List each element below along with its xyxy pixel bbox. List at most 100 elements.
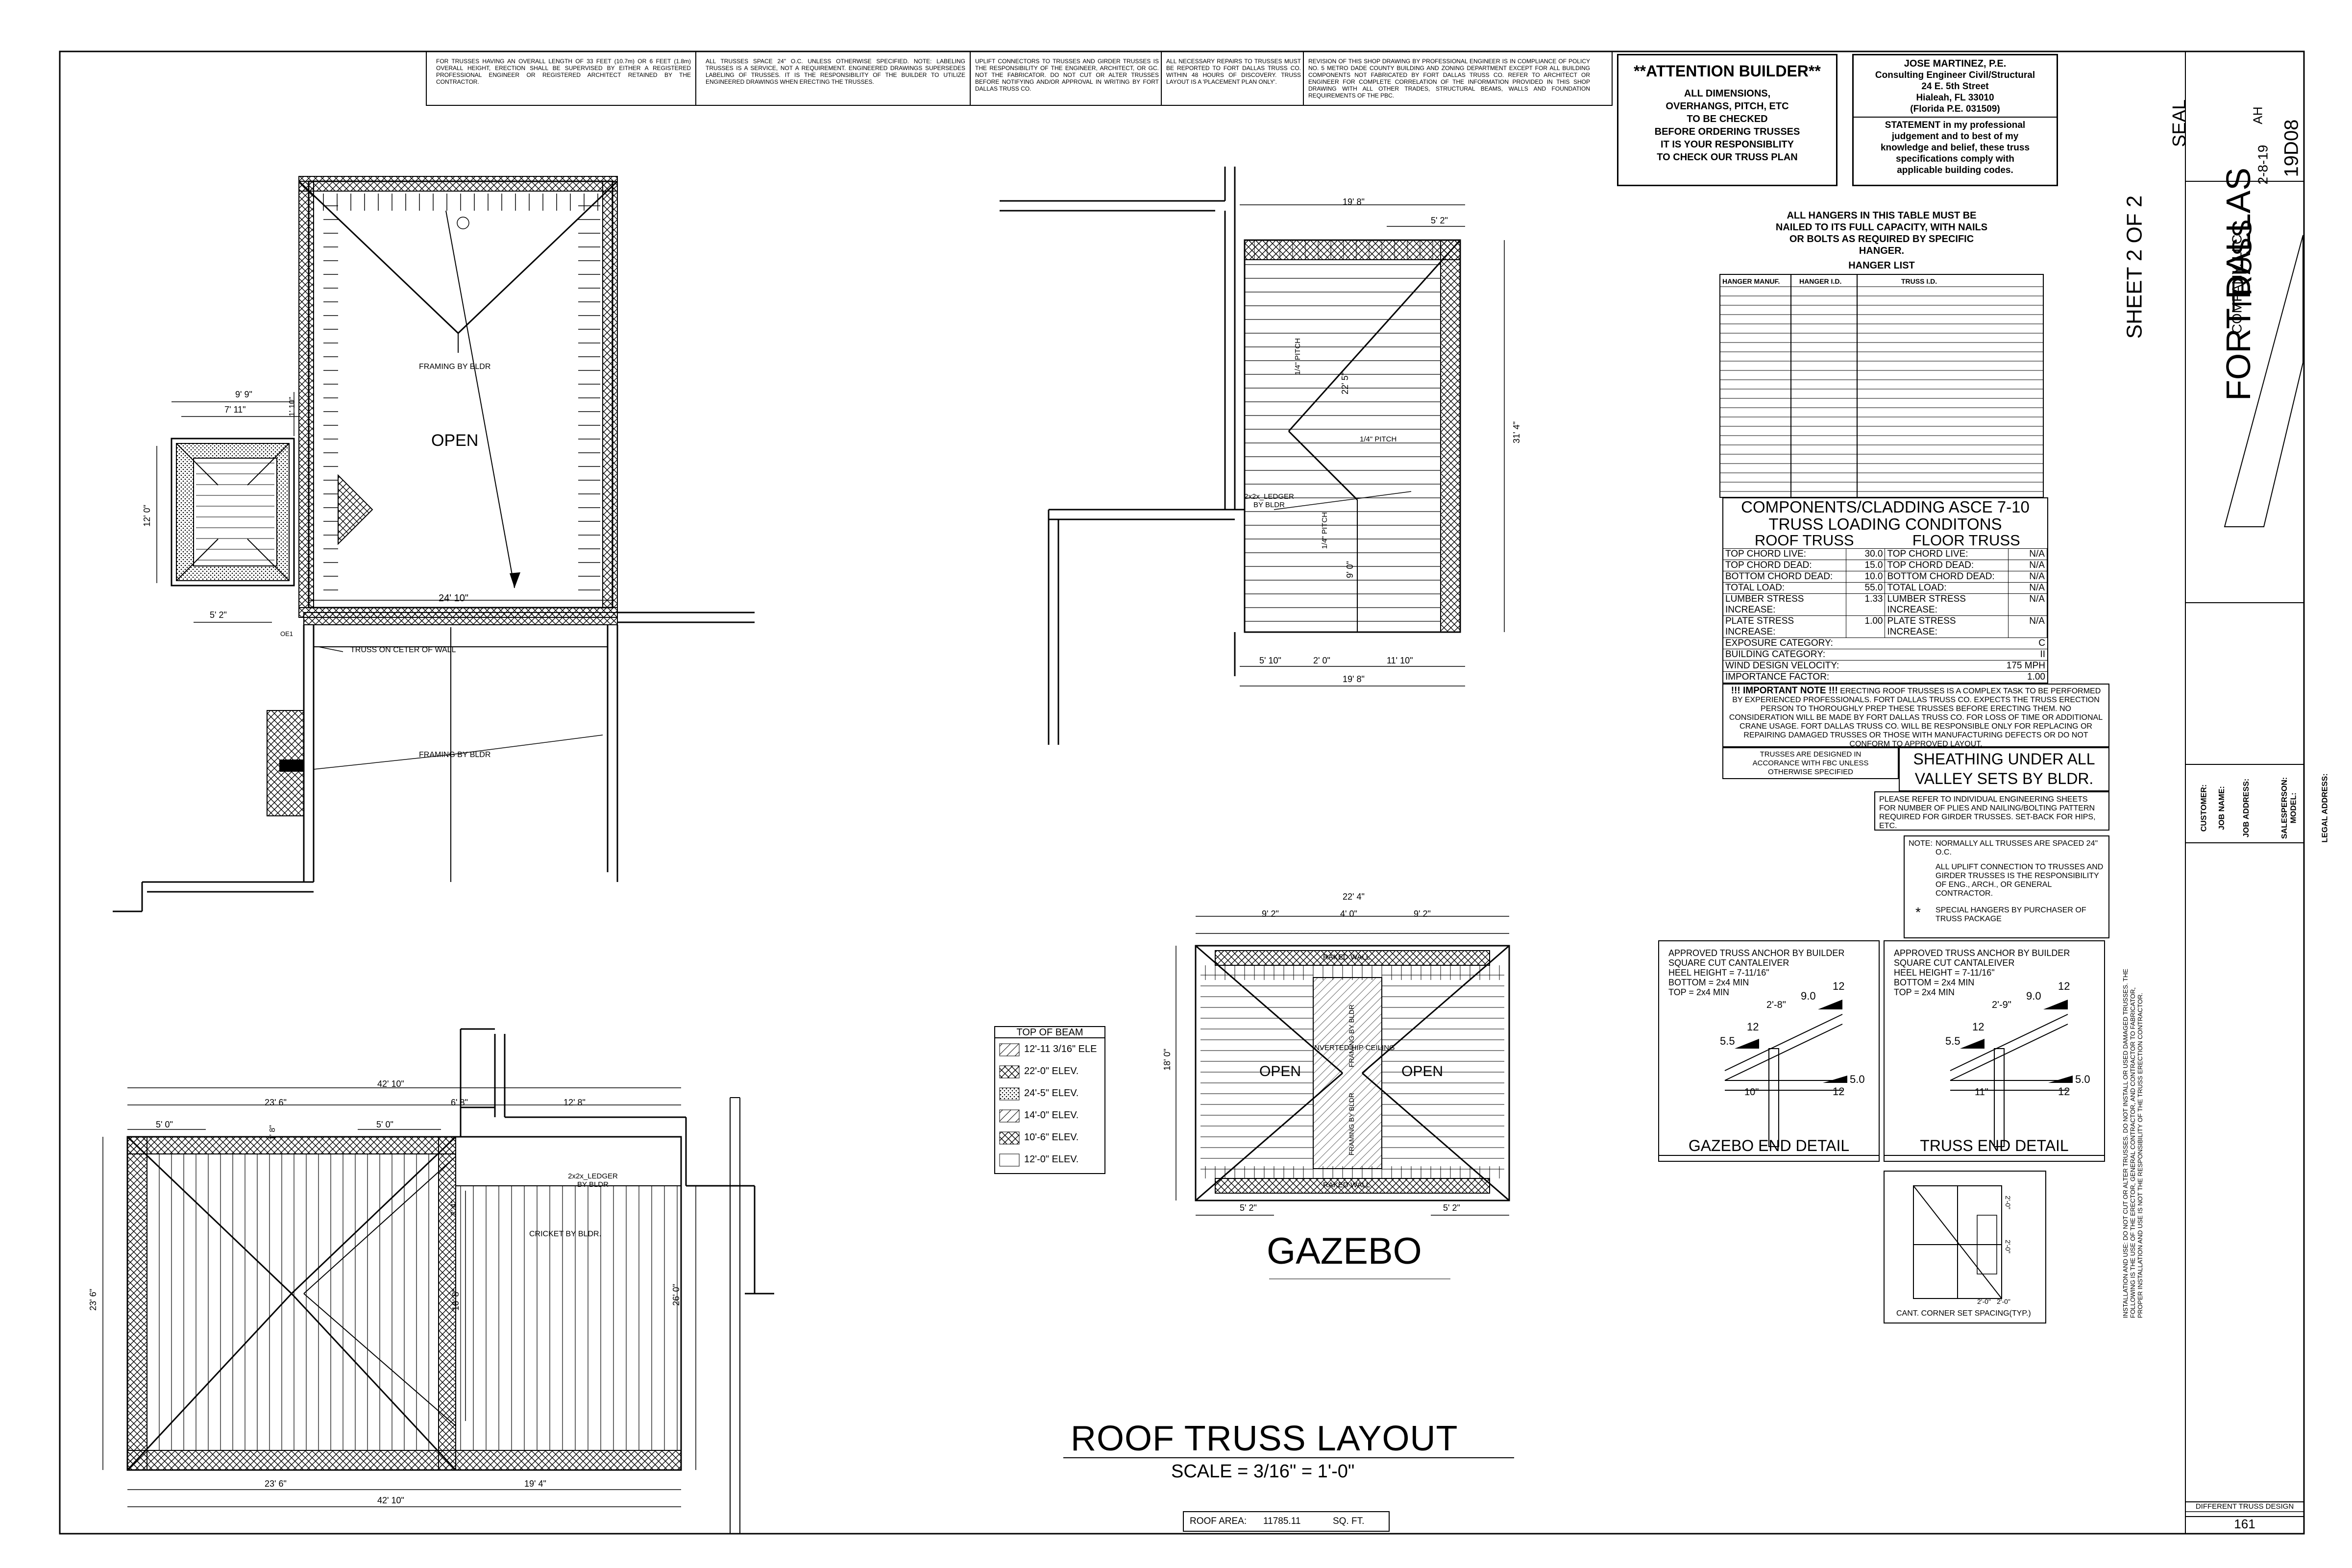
engineer-statement: judgement and to best of my <box>1891 131 2019 142</box>
attention-line: BEFORE ORDERING TRUSSES <box>1654 126 1800 137</box>
install-note: INSTALLATION AND USE: DO NOT CUT OR ALTE… <box>2122 969 2144 1318</box>
plan-c-dim: 5' 0" <box>376 1120 393 1129</box>
sheet-number: SHEET 2 OF 2 <box>2122 195 2147 339</box>
plan-b <box>1000 167 1505 745</box>
important-text: ERECTING ROOF TRUSSES IS A COMPLEX TASK … <box>1729 687 2103 748</box>
loading-cell: 15.0 <box>1846 560 1886 571</box>
cant-dim: 2'-0" <box>1997 1298 2010 1305</box>
gazebo-raked-top: RAKED WALL <box>1323 953 1371 961</box>
loading-cell: C <box>2038 638 2045 648</box>
loading-cell: N/A <box>2009 549 2047 560</box>
gazebo-dim: 5.5 <box>1720 1035 1735 1047</box>
truss-end-detail-title: TRUSS END DETAIL <box>1884 1137 2105 1156</box>
page-number: 161 <box>2234 1517 2255 1531</box>
attention-title: **ATTENTION BUILDER** <box>1634 62 1821 80</box>
loading-table: COMPONENTS/CLADDING ASCE 7-10 TRUSS LOAD… <box>1722 497 2048 693</box>
star-icon: * <box>1915 905 1921 920</box>
loading-cell: II <box>2040 649 2045 660</box>
beam-legend-swatches <box>994 1026 1105 1174</box>
customer-field: JOB ADDRESS: <box>2242 778 2251 838</box>
hanger-list-title: HANGER LIST <box>1848 260 1915 271</box>
plan-c-dim: 23' 6" <box>265 1098 287 1107</box>
gazebo-dim: 5' 2" <box>1443 1203 1460 1213</box>
loading-cell: N/A <box>2009 616 2047 637</box>
important-note-box: !!! IMPORTANT NOTE !!! ERECTING ROOF TRU… <box>1722 684 2109 748</box>
gazebo-dim: 12 <box>1747 1021 1759 1033</box>
loading-cell: BUILDING CATEGORY: <box>1725 649 1826 660</box>
plan-c-dim: 6' 8" <box>451 1098 468 1107</box>
cant-dim: 2'-0" <box>2004 1196 2012 1209</box>
gazebo-open-right: OPEN <box>1401 1063 1444 1079</box>
loading-cell: 1.00 <box>2027 672 2045 682</box>
gazebo-dim: 9' 2" <box>1414 909 1431 919</box>
plan-a-truss-wall-label: TRUSS ON CETER OF WALL <box>350 646 456 654</box>
customer-field: MODEL: <box>2289 792 2298 824</box>
gazebo-dim: 12 <box>1833 1085 1845 1098</box>
cant-corner-frame <box>1884 1171 2046 1323</box>
loading-row: BUILDING CATEGORY: II <box>1723 649 2047 660</box>
gazebo-dim: 9' 2" <box>1262 909 1279 919</box>
loading-cell: IMPORTANCE FACTOR: <box>1725 672 1830 682</box>
roof-area-value: 11785.11 <box>1263 1516 1301 1526</box>
customer-field: JOB NAME: <box>2217 786 2226 830</box>
plan-b-dim: 19' 8" <box>1343 674 1365 684</box>
plan-b-dim: 2' 0" <box>1313 656 1330 665</box>
plan-a-framing-label: FRAMING BY BLDR <box>419 751 491 759</box>
truss-dim: 2'-9" <box>1992 1000 2011 1010</box>
gazebo-framing: FRAMING BY BLDR <box>1348 1004 1355 1068</box>
gazebo-end-detail-frame <box>1658 940 1880 1162</box>
truss-dim: 11" <box>1975 1087 1988 1098</box>
cant-corner-caption: CANT. CORNER SET SPACING(TYP.) <box>1896 1309 2031 1318</box>
plan-b-pitch: 1/4" PITCH <box>1294 338 1302 375</box>
plan-c-dim: 16' 8" <box>451 1289 461 1311</box>
plan-a-dim: 7' 11" <box>224 405 246 415</box>
different-design-label: DIFFERENT TRUSS DESIGN <box>2195 1502 2294 1511</box>
loading-cell: N/A <box>2009 571 2047 582</box>
truss-end-detail-frame <box>1884 940 2105 1162</box>
plan-c-ledger: 2x2x_LEDGER BY BLDR <box>568 1172 618 1189</box>
attention-line: IT IS YOUR RESPONSIBLITY <box>1661 139 1794 150</box>
notes-line: SPECIAL HANGERS BY PURCHASER OF TRUSS PA… <box>1936 906 2086 923</box>
loading-row: EXPOSURE CATEGORY:C <box>1723 637 2047 649</box>
title-date: 2-8-19 <box>2255 145 2271 185</box>
plan-a-dim: 1' 10" <box>288 397 296 416</box>
truss-dim: 12 <box>1972 1021 1984 1033</box>
hanger-col-truss: TRUSS I.D. <box>1901 277 1937 285</box>
gazebo-plan <box>1176 916 1510 1279</box>
loading-title: COMPONENTS/CLADDING ASCE 7-10 <box>1741 498 2030 516</box>
job-number: 19D08 <box>2280 119 2303 177</box>
plan-b-dim: 19' 8" <box>1343 197 1365 207</box>
gazebo-end-detail-title: GAZEBO END DETAIL <box>1659 1137 1879 1156</box>
plan-b-dim: 9' 0" <box>1345 561 1355 578</box>
fbc-note-box: TRUSSES ARE DESIGNED IN ACCORANCE WITH F… <box>1722 747 1899 779</box>
plan-b-pitch: 1/4" PITCH <box>1360 435 1397 443</box>
notes-line: ALL UPLIFT CONNECTION TO TRUSSES AND GIR… <box>1936 863 2104 898</box>
loading-row: IMPORTANCE FACTOR: 1.00 <box>1723 671 2047 683</box>
plan-c-dim: 42' 10" <box>377 1495 404 1505</box>
loading-cell: BOTTOM CHORD DEAD: <box>1885 571 2009 582</box>
loading-cell: TOP CHORD DEAD: <box>1885 560 2009 571</box>
truss-dim: 9.0 <box>2026 990 2041 1002</box>
truss-dim: 5.5 <box>1945 1035 1960 1047</box>
notes-box: NOTE: NORMALLY ALL TRUSSES ARE SPACED 24… <box>1904 835 2109 938</box>
plan-c-dim: 23' 6" <box>88 1289 98 1311</box>
truss-dim: 12 <box>2058 1085 2070 1098</box>
plan-a <box>113 176 755 912</box>
loading-cell: PLATE STRESS INCREASE: <box>1723 616 1847 637</box>
beam-legend-item: 24'-5" ELEV. <box>1024 1088 1079 1099</box>
plan-c-dim: 12' 8" <box>564 1098 586 1107</box>
plan-b-dim: 5' 2" <box>1431 216 1448 225</box>
loading-cell: TOP CHORD LIVE: <box>1723 549 1847 560</box>
plan-c-cricket: CRICKET BY BLDR. <box>529 1230 602 1238</box>
engineer-line: JOSE MARTINEZ, P.E. <box>1904 58 2007 69</box>
loading-cell: N/A <box>2009 594 2047 615</box>
beam-legend-item: 10'-6" ELEV. <box>1024 1132 1079 1143</box>
top-note-2: ALL TRUSSES SPACE 24" O.C. UNLESS OTHERW… <box>706 58 965 85</box>
engineer-line: Consulting Engineer Civil/Structural <box>1875 70 2035 80</box>
hanger-col-id: HANGER I.D. <box>1799 277 1842 285</box>
engineer-statement: specifications comply with <box>1896 154 2014 164</box>
attention-line: TO BE CHECKED <box>1687 114 1768 124</box>
loading-cell: N/A <box>2009 560 2047 571</box>
truss-dim: 12 <box>2058 980 2070 992</box>
